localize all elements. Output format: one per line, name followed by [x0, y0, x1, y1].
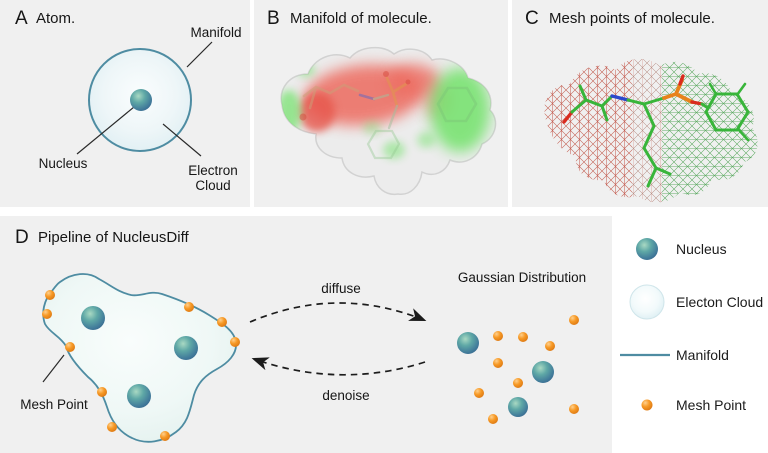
gaussian-scatter [457, 315, 579, 424]
panel-a-title: Atom. [36, 10, 75, 27]
mesh-point-dot [160, 431, 170, 441]
legend-label: Electon Cloud [676, 294, 764, 310]
nucleus-leader-line [76, 106, 135, 155]
mesh-point-dot [488, 414, 498, 424]
electron-cloud-label-line2: Cloud [195, 178, 230, 193]
mesh-point-dot [493, 358, 503, 368]
mesh-point-icon [641, 399, 653, 411]
mesh-point-dot [474, 388, 484, 398]
panel-atom: A Atom. Manifold Nucleus Electron Cloud [0, 0, 250, 207]
pipeline-diagram: D Pipeline of NucleusDiff [15, 227, 586, 443]
mesh-point-dot [45, 290, 55, 300]
nucleus-sphere [174, 336, 198, 360]
panel-c-letter: C [525, 8, 539, 29]
mesh-point-leader-line [42, 354, 65, 383]
panel-b-letter: B [267, 8, 280, 29]
mesh-point-dot [569, 315, 579, 325]
denoise-arrow [251, 357, 426, 376]
boundary-mesh-points [42, 290, 240, 441]
surface-color-patches [281, 63, 490, 160]
legend: Nucleus Electon Cloud Manifold Mesh Poin… [612, 216, 768, 453]
mesh-point-dot [513, 378, 523, 388]
legend-row-manifold: Manifold [612, 335, 768, 375]
molecule-mesh-render: C Mesh points of molecule. [525, 8, 758, 203]
manifold-leader-line [186, 41, 213, 68]
mesh-point-dot [97, 387, 107, 397]
gaussian-distribution-label: Gaussian Distribution [458, 270, 586, 285]
mesh-point-dot [569, 404, 579, 414]
mesh-point-dot [493, 331, 503, 341]
mesh-point-label: Mesh Point [20, 397, 88, 412]
embedded-molecule-sticks [299, 71, 478, 160]
electron-cloud-leader-line [162, 123, 202, 157]
molecule-surface-render: B Manifold of molecule. [267, 8, 497, 196]
manifold-line-icon [620, 353, 670, 357]
mesh-point-dot [107, 422, 117, 432]
mesh-point-dot [65, 342, 75, 352]
nucleus-label: Nucleus [39, 156, 88, 171]
nucleus-sphere [130, 89, 152, 111]
panel-b-title: Manifold of molecule. [290, 10, 432, 27]
panel-pipeline: D Pipeline of NucleusDiff [0, 216, 612, 453]
nucleus-sphere [81, 306, 105, 330]
mesh-point-dot [184, 302, 194, 312]
nucleus-sphere [127, 384, 151, 408]
nucleus-sphere [457, 332, 479, 354]
mesh-point-dot [545, 341, 555, 351]
blob-nuclei [81, 306, 198, 408]
panel-a-letter: A [15, 8, 28, 29]
mesh-point-dot [42, 309, 52, 319]
mesh-point-dot [518, 332, 528, 342]
panel-d-letter: D [15, 227, 29, 248]
electron-cloud-label-line1: Electron [188, 163, 238, 178]
legend-label: Mesh Point [676, 397, 747, 413]
electron-cloud-icon [629, 284, 665, 320]
legend-label: Manifold [676, 347, 729, 363]
legend-row-mesh-point: Mesh Point [612, 385, 768, 425]
manifold-label: Manifold [190, 25, 241, 40]
legend-label: Nucleus [676, 241, 727, 257]
diffuse-arrow [249, 302, 427, 323]
nucleus-sphere-icon [636, 238, 658, 260]
atom-diagram: A Atom. Manifold Nucleus Electron Cloud [15, 8, 242, 193]
panel-d-title: Pipeline of NucleusDiff [38, 229, 189, 246]
nucleus-sphere [508, 397, 528, 417]
panel-manifold-molecule: B Manifold of molecule. [254, 0, 508, 207]
denoise-label: denoise [322, 388, 369, 403]
mesh-point-dot [217, 317, 227, 327]
top-row: A Atom. Manifold Nucleus Electron Cloud [0, 0, 768, 207]
panel-c-title: Mesh points of molecule. [549, 10, 715, 27]
diffuse-label: diffuse [321, 281, 361, 296]
molecule-manifold-blob [42, 273, 237, 443]
mesh-point-dot [230, 337, 240, 347]
molecule-sticks [562, 74, 750, 188]
nucleus-sphere [532, 361, 554, 383]
legend-row-nucleus: Nucleus [612, 229, 768, 269]
legend-row-electron-cloud: Electon Cloud [612, 282, 768, 322]
panel-mesh-points-molecule: C Mesh points of molecule. [512, 0, 768, 207]
